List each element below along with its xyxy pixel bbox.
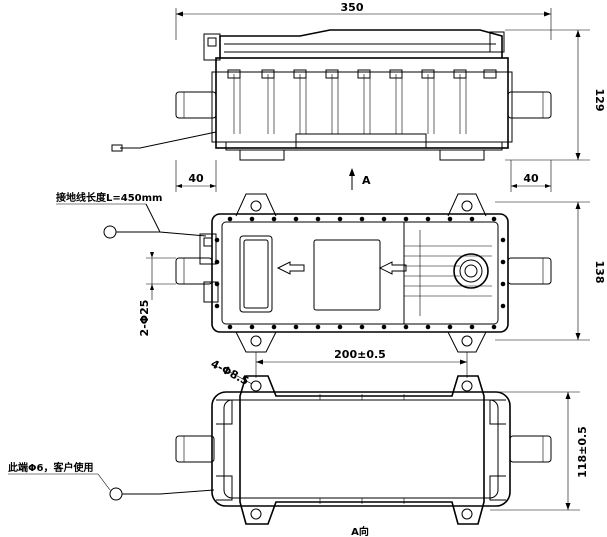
- middle-view: 接地线长度L=450mm 138 2-Φ25: [56, 191, 606, 353]
- dim-height-129: 129: [593, 89, 606, 112]
- perimeter-bolts: [214, 216, 506, 330]
- inlet-pipe-left: [175, 91, 217, 119]
- dim-right-offset-40: 40: [523, 172, 539, 185]
- view-label-a: A向: [351, 525, 369, 537]
- dim-width-350: 350: [341, 1, 364, 14]
- bottom-view: 200±0.5 4-Φ8.5 118±0.5 此端Φ6，客户使用: [8, 348, 589, 537]
- dim-height-118: 118±0.5: [576, 426, 589, 478]
- outlet-pipe-right: [507, 91, 552, 119]
- dim-pipe-diameter: 2-Φ25: [138, 300, 151, 337]
- customer-note: 此端Φ6，客户使用: [8, 461, 93, 474]
- ground-wire-note: 接地线长度L=450mm: [56, 191, 162, 204]
- cooling-fins: [227, 69, 497, 134]
- top-view: 350 129 40 40 A: [111, 1, 606, 192]
- dim-height-138: 138: [593, 261, 606, 284]
- dim-hole-spacing: 200±0.5: [334, 348, 386, 361]
- view-marker-a: A: [362, 174, 371, 187]
- dim-left-offset-40: 40: [188, 172, 204, 185]
